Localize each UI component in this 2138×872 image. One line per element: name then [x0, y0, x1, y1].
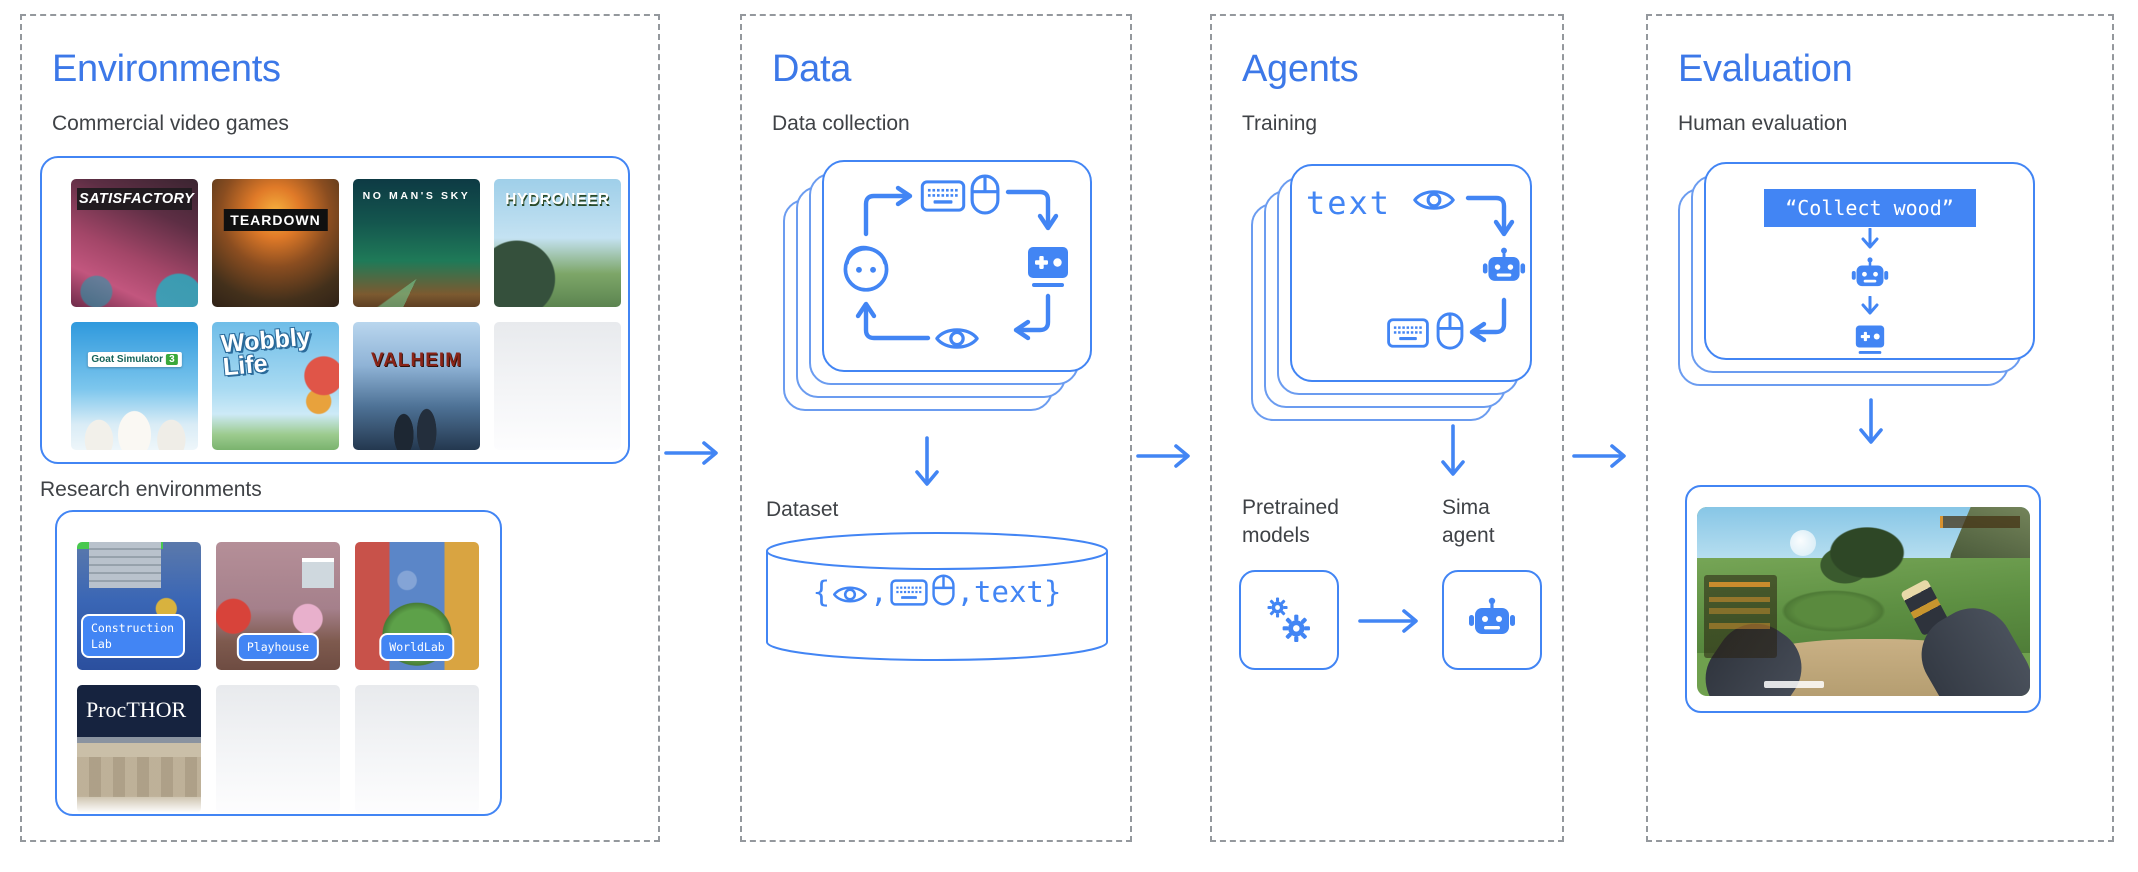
dataset-cylinder: {,,text} — [764, 530, 1110, 666]
gears-icon — [1264, 595, 1314, 645]
training-flow: text — [1306, 184, 1526, 350]
flow-arrow-env-to-data — [664, 441, 718, 465]
screenshot-moon — [1790, 529, 1817, 556]
keyboard-icon — [920, 180, 966, 212]
data-collection-card — [822, 160, 1092, 372]
panel-title: Agents — [1242, 48, 1359, 90]
env-label-procthor: ProcTHOR — [86, 697, 187, 722]
flow-arrow-data-to-agents — [1136, 444, 1190, 468]
sima-agent-label: Sima agent — [1442, 496, 1495, 547]
commercial-games-label: Commercial video games — [52, 112, 289, 135]
person-face-icon — [843, 245, 889, 292]
arrow-down-to-dataset — [915, 436, 939, 486]
mouse-icon — [1436, 312, 1464, 350]
research-environments-box: Construction Lab Playhouse WorldLab Proc… — [55, 510, 502, 816]
keyboard-icon — [890, 579, 928, 606]
env-tile-playhouse: Playhouse — [216, 542, 340, 670]
env-tile-worldlab: WorldLab — [355, 542, 479, 670]
data-collection-label: Data collection — [772, 112, 910, 135]
training-label: Training — [1242, 112, 1318, 135]
arrow-pretrained-to-sima — [1358, 609, 1418, 633]
cylinder-shape — [766, 532, 1108, 661]
game-console-icon — [1853, 322, 1887, 356]
mouse-icon — [970, 174, 1000, 215]
env-tile-construction-lab: Construction Lab — [77, 542, 201, 670]
game-tile-satisfactory: SATISFACTORY — [71, 179, 198, 307]
sima-agent-box — [1442, 570, 1542, 670]
game-tile-valheim: VALHEIM — [353, 322, 480, 450]
panel-data: Data Data collection — [740, 14, 1132, 842]
robot-icon — [1482, 247, 1526, 281]
game-screenshot — [1697, 507, 2030, 696]
goat-title-text: Goat Simulator — [91, 354, 164, 365]
screenshot-tree — [1816, 507, 1917, 591]
screenshot-bush — [1763, 582, 1904, 640]
keyboard-icon — [1387, 318, 1429, 348]
training-card-stack: text — [1251, 164, 1532, 421]
arrow-down-icon — [1861, 228, 1878, 249]
env-tile-placeholder — [355, 685, 479, 813]
data-collection-cycle — [843, 174, 1068, 349]
panel-title: Evaluation — [1678, 48, 1853, 90]
game-title-hydroneer: HYDRONEER — [505, 191, 610, 208]
panel-environments: Environments Commercial video games SATI… — [20, 14, 660, 842]
arrow-down-to-sima — [1441, 424, 1465, 476]
panel-agents: Agents Training text — [1210, 14, 1564, 842]
text-token: text — [974, 575, 1044, 609]
pretrained-models-box — [1239, 570, 1339, 670]
flow-arrow-agents-to-eval — [1572, 444, 1626, 468]
screenshot-hud-badge — [1940, 516, 2021, 528]
evaluation-screenshot-frame — [1685, 485, 2041, 713]
robot-icon — [1468, 596, 1516, 644]
game-console-icon — [1028, 247, 1068, 287]
game-title-valheim: VALHEIM — [370, 350, 463, 371]
game-tile-teardown: TEARDOWN — [212, 179, 339, 307]
eye-icon — [1413, 190, 1455, 210]
mouse-icon — [932, 574, 955, 606]
panel-title: Data — [772, 48, 852, 90]
training-card: text — [1290, 164, 1532, 382]
env-label-construction-lab: Construction Lab — [81, 613, 185, 658]
dataset-tuple: {,,text} — [764, 574, 1110, 610]
eye-icon — [832, 583, 868, 606]
research-environments-label: Research environments — [40, 478, 262, 501]
instruction-box: “Collect wood” — [1763, 189, 1976, 227]
evaluation-card-stack: “Collect wood” — [1678, 162, 2035, 386]
open-brace: { — [812, 575, 831, 609]
commercial-games-box: SATISFACTORY TEARDOWN NO MAN'S SKY HYDRO… — [40, 156, 630, 464]
env-label-playhouse: Playhouse — [236, 632, 320, 661]
arrow-down-icon — [1861, 296, 1878, 315]
env-tile-procthor: ProcTHOR — [77, 685, 201, 813]
screenshot-hud-bar — [1763, 680, 1824, 689]
goat-badge: 3 — [166, 354, 178, 365]
env-label-worldlab: WorldLab — [379, 632, 455, 661]
game-title-satisfactory: SATISFACTORY — [77, 188, 194, 210]
dataset-label: Dataset — [766, 498, 839, 521]
env-tile-placeholder — [216, 685, 340, 813]
data-collection-card-stack — [783, 160, 1092, 411]
close-brace: } — [1043, 575, 1062, 609]
screenshot-hud-panel — [1703, 575, 1777, 659]
eye-icon — [935, 328, 979, 349]
text-input-label: text — [1306, 184, 1391, 222]
game-title-wobbly-life: Wobbly Life — [219, 322, 312, 382]
game-tile-no-mans-sky: NO MAN'S SKY — [353, 179, 480, 307]
panel-evaluation: Evaluation Human evaluation “Collect woo… — [1646, 14, 2114, 842]
game-title-no-mans-sky: NO MAN'S SKY — [362, 190, 471, 202]
game-tile-wobbly-life: Wobbly Life — [212, 322, 339, 450]
game-title-teardown: TEARDOWN — [223, 209, 328, 231]
panel-title: Environments — [52, 48, 281, 90]
evaluation-card: “Collect wood” — [1704, 162, 2035, 360]
human-evaluation-label: Human evaluation — [1678, 112, 1848, 135]
game-tile-hydroneer: HYDRONEER — [494, 179, 621, 307]
comma: , — [870, 575, 888, 609]
robot-icon — [1851, 256, 1889, 294]
arrow-down-to-screenshot — [1859, 398, 1883, 444]
comma: , — [956, 575, 975, 609]
pretrained-models-label: Pretrained models — [1242, 496, 1339, 547]
game-tile-placeholder — [494, 322, 621, 450]
